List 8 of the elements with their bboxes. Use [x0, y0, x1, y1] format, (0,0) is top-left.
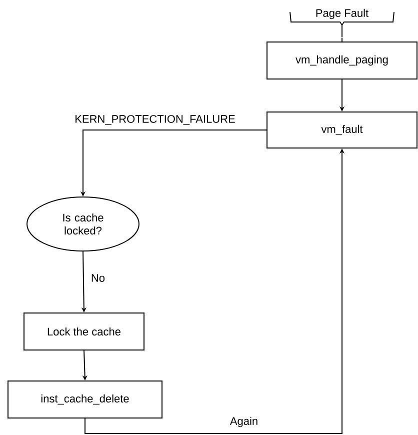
event-label: Page Fault	[290, 8, 394, 38]
edge-label: KERN_PROTECTION_FAILURE	[74, 114, 236, 126]
process-box: vm_fault	[266, 112, 418, 148]
process-box: inst_cache_delete	[8, 380, 162, 418]
process-box: Lock the cache	[24, 312, 144, 350]
edge-label: No	[90, 273, 106, 283]
process-box: vm_handle_paging	[266, 42, 418, 80]
edge-label: Again	[228, 416, 260, 428]
